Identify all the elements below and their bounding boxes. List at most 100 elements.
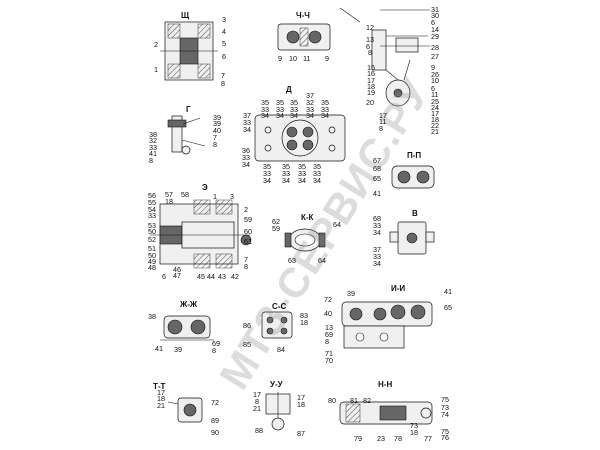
view-shch-assembly xyxy=(160,21,218,81)
section-title: П-П xyxy=(407,151,422,160)
section-title: Д xyxy=(286,85,292,94)
section-title: У-У xyxy=(270,380,283,389)
part-number-label: 33 xyxy=(243,118,251,127)
part-number-label: 32 xyxy=(149,136,157,145)
part-number-label: 13 xyxy=(366,35,374,44)
part-number-label: 34 xyxy=(321,111,329,120)
part-number-label: 28 xyxy=(431,43,439,52)
part-number-label: 33 xyxy=(282,169,290,178)
part-number-label: 11 xyxy=(379,117,387,126)
part-number-label: 48 xyxy=(148,263,156,272)
part-number-label: 34 xyxy=(276,111,284,120)
part-number-label: 40 xyxy=(324,309,332,318)
part-number-label: 34 xyxy=(242,160,250,169)
part-number-label: 23 xyxy=(377,434,385,443)
part-number-label: 89 xyxy=(211,416,219,425)
part-number-label: 35 xyxy=(290,98,298,107)
part-number-label: 27 xyxy=(431,52,439,61)
part-number-label: 68 xyxy=(373,164,381,173)
part-number-label: 30 xyxy=(431,11,439,20)
view-p-p-assembly xyxy=(391,165,435,189)
part-number-label: 69 xyxy=(325,330,333,339)
part-number-label: 62 xyxy=(272,217,280,226)
part-number-label: 22 xyxy=(431,121,439,130)
part-number-label: 72 xyxy=(324,295,332,304)
part-number-label: 34 xyxy=(313,176,321,185)
part-number-label: 11 xyxy=(303,54,311,63)
part-number-label: 2 xyxy=(244,205,248,214)
part-number-label: 41 xyxy=(444,287,452,296)
part-number-label: 33 xyxy=(313,169,321,178)
part-number-label: 50 xyxy=(148,251,156,260)
part-number-label: 8 xyxy=(213,140,217,149)
part-number-label: 34 xyxy=(282,176,290,185)
part-number-label: 42 xyxy=(231,272,239,281)
part-number-label: 17 xyxy=(367,76,375,85)
view-i-i-assembly xyxy=(341,301,433,349)
part-number-label: 9 xyxy=(278,54,282,63)
part-number-label: 63 xyxy=(288,256,296,265)
part-number-label: 44 xyxy=(207,272,215,281)
part-number-label: 33 xyxy=(261,105,269,114)
part-number-label: 41 xyxy=(149,149,157,158)
part-number-label: 33 xyxy=(306,105,314,114)
part-number-label: 8 xyxy=(368,48,372,57)
part-number-label: 35 xyxy=(276,98,284,107)
part-number-label: 18 xyxy=(300,318,308,327)
part-number-label: 16 xyxy=(367,69,375,78)
part-number-label: 33 xyxy=(373,252,381,261)
section-title: К-К xyxy=(301,213,314,222)
part-number-label: 33 xyxy=(298,169,306,178)
part-number-label: 7 xyxy=(221,71,225,80)
part-number-label: 35 xyxy=(261,98,269,107)
part-number-label: 34 xyxy=(373,259,381,268)
part-number-label: 6 xyxy=(366,42,370,51)
part-number-label: 61 xyxy=(244,237,252,246)
part-number-label: 49 xyxy=(148,257,156,266)
part-number-label: 31 xyxy=(431,5,439,14)
part-number-label: 17 xyxy=(157,388,165,397)
part-number-label: 34 xyxy=(261,111,269,120)
part-number-label: 60 xyxy=(244,227,252,236)
part-number-label: 8 xyxy=(244,262,248,271)
section-title: Щ xyxy=(181,11,190,20)
part-number-label: 35 xyxy=(321,98,329,107)
part-number-label: 33 xyxy=(373,221,381,230)
part-number-label: 39 xyxy=(174,345,182,354)
part-number-label: 84 xyxy=(277,345,285,354)
section-title: Н-Н xyxy=(378,380,393,389)
part-number-label: 18 xyxy=(431,115,439,124)
part-number-label: 6 xyxy=(162,272,166,281)
part-number-label: 33 xyxy=(148,211,156,220)
part-number-label: 59 xyxy=(244,215,252,224)
part-number-label: 11 xyxy=(431,90,439,99)
part-number-label: 18 xyxy=(410,428,418,437)
part-number-label: 6 xyxy=(222,52,226,61)
part-number-label: 2 xyxy=(154,40,158,49)
part-number-label: 6 xyxy=(431,84,435,93)
part-number-label: 82 xyxy=(363,396,371,405)
part-number-label: 35 xyxy=(313,162,321,171)
part-number-label: 25 xyxy=(431,97,439,106)
part-number-label: 9 xyxy=(431,63,435,72)
part-number-label: 77 xyxy=(424,434,432,443)
part-number-label: 12 xyxy=(366,23,374,32)
part-number-label: 3 xyxy=(222,15,226,24)
part-number-label: 58 xyxy=(181,190,189,199)
part-number-label: 33 xyxy=(290,105,298,114)
part-number-label: 52 xyxy=(148,235,156,244)
part-number-label: 51 xyxy=(148,244,156,253)
part-number-label: 37 xyxy=(306,91,314,100)
part-number-label: 10 xyxy=(431,76,439,85)
part-number-label: 83 xyxy=(300,311,308,320)
part-number-label: 75 xyxy=(441,395,449,404)
part-number-label: 20 xyxy=(366,98,374,107)
part-number-label: 5 xyxy=(222,39,226,48)
part-number-label: 35 xyxy=(282,162,290,171)
part-number-label: 7 xyxy=(213,133,217,142)
part-number-label: 34 xyxy=(373,228,381,237)
part-number-label: 74 xyxy=(441,410,449,419)
part-number-label: 35 xyxy=(263,162,271,171)
part-number-label: 18 xyxy=(165,197,173,206)
part-number-label: 79 xyxy=(354,434,362,443)
